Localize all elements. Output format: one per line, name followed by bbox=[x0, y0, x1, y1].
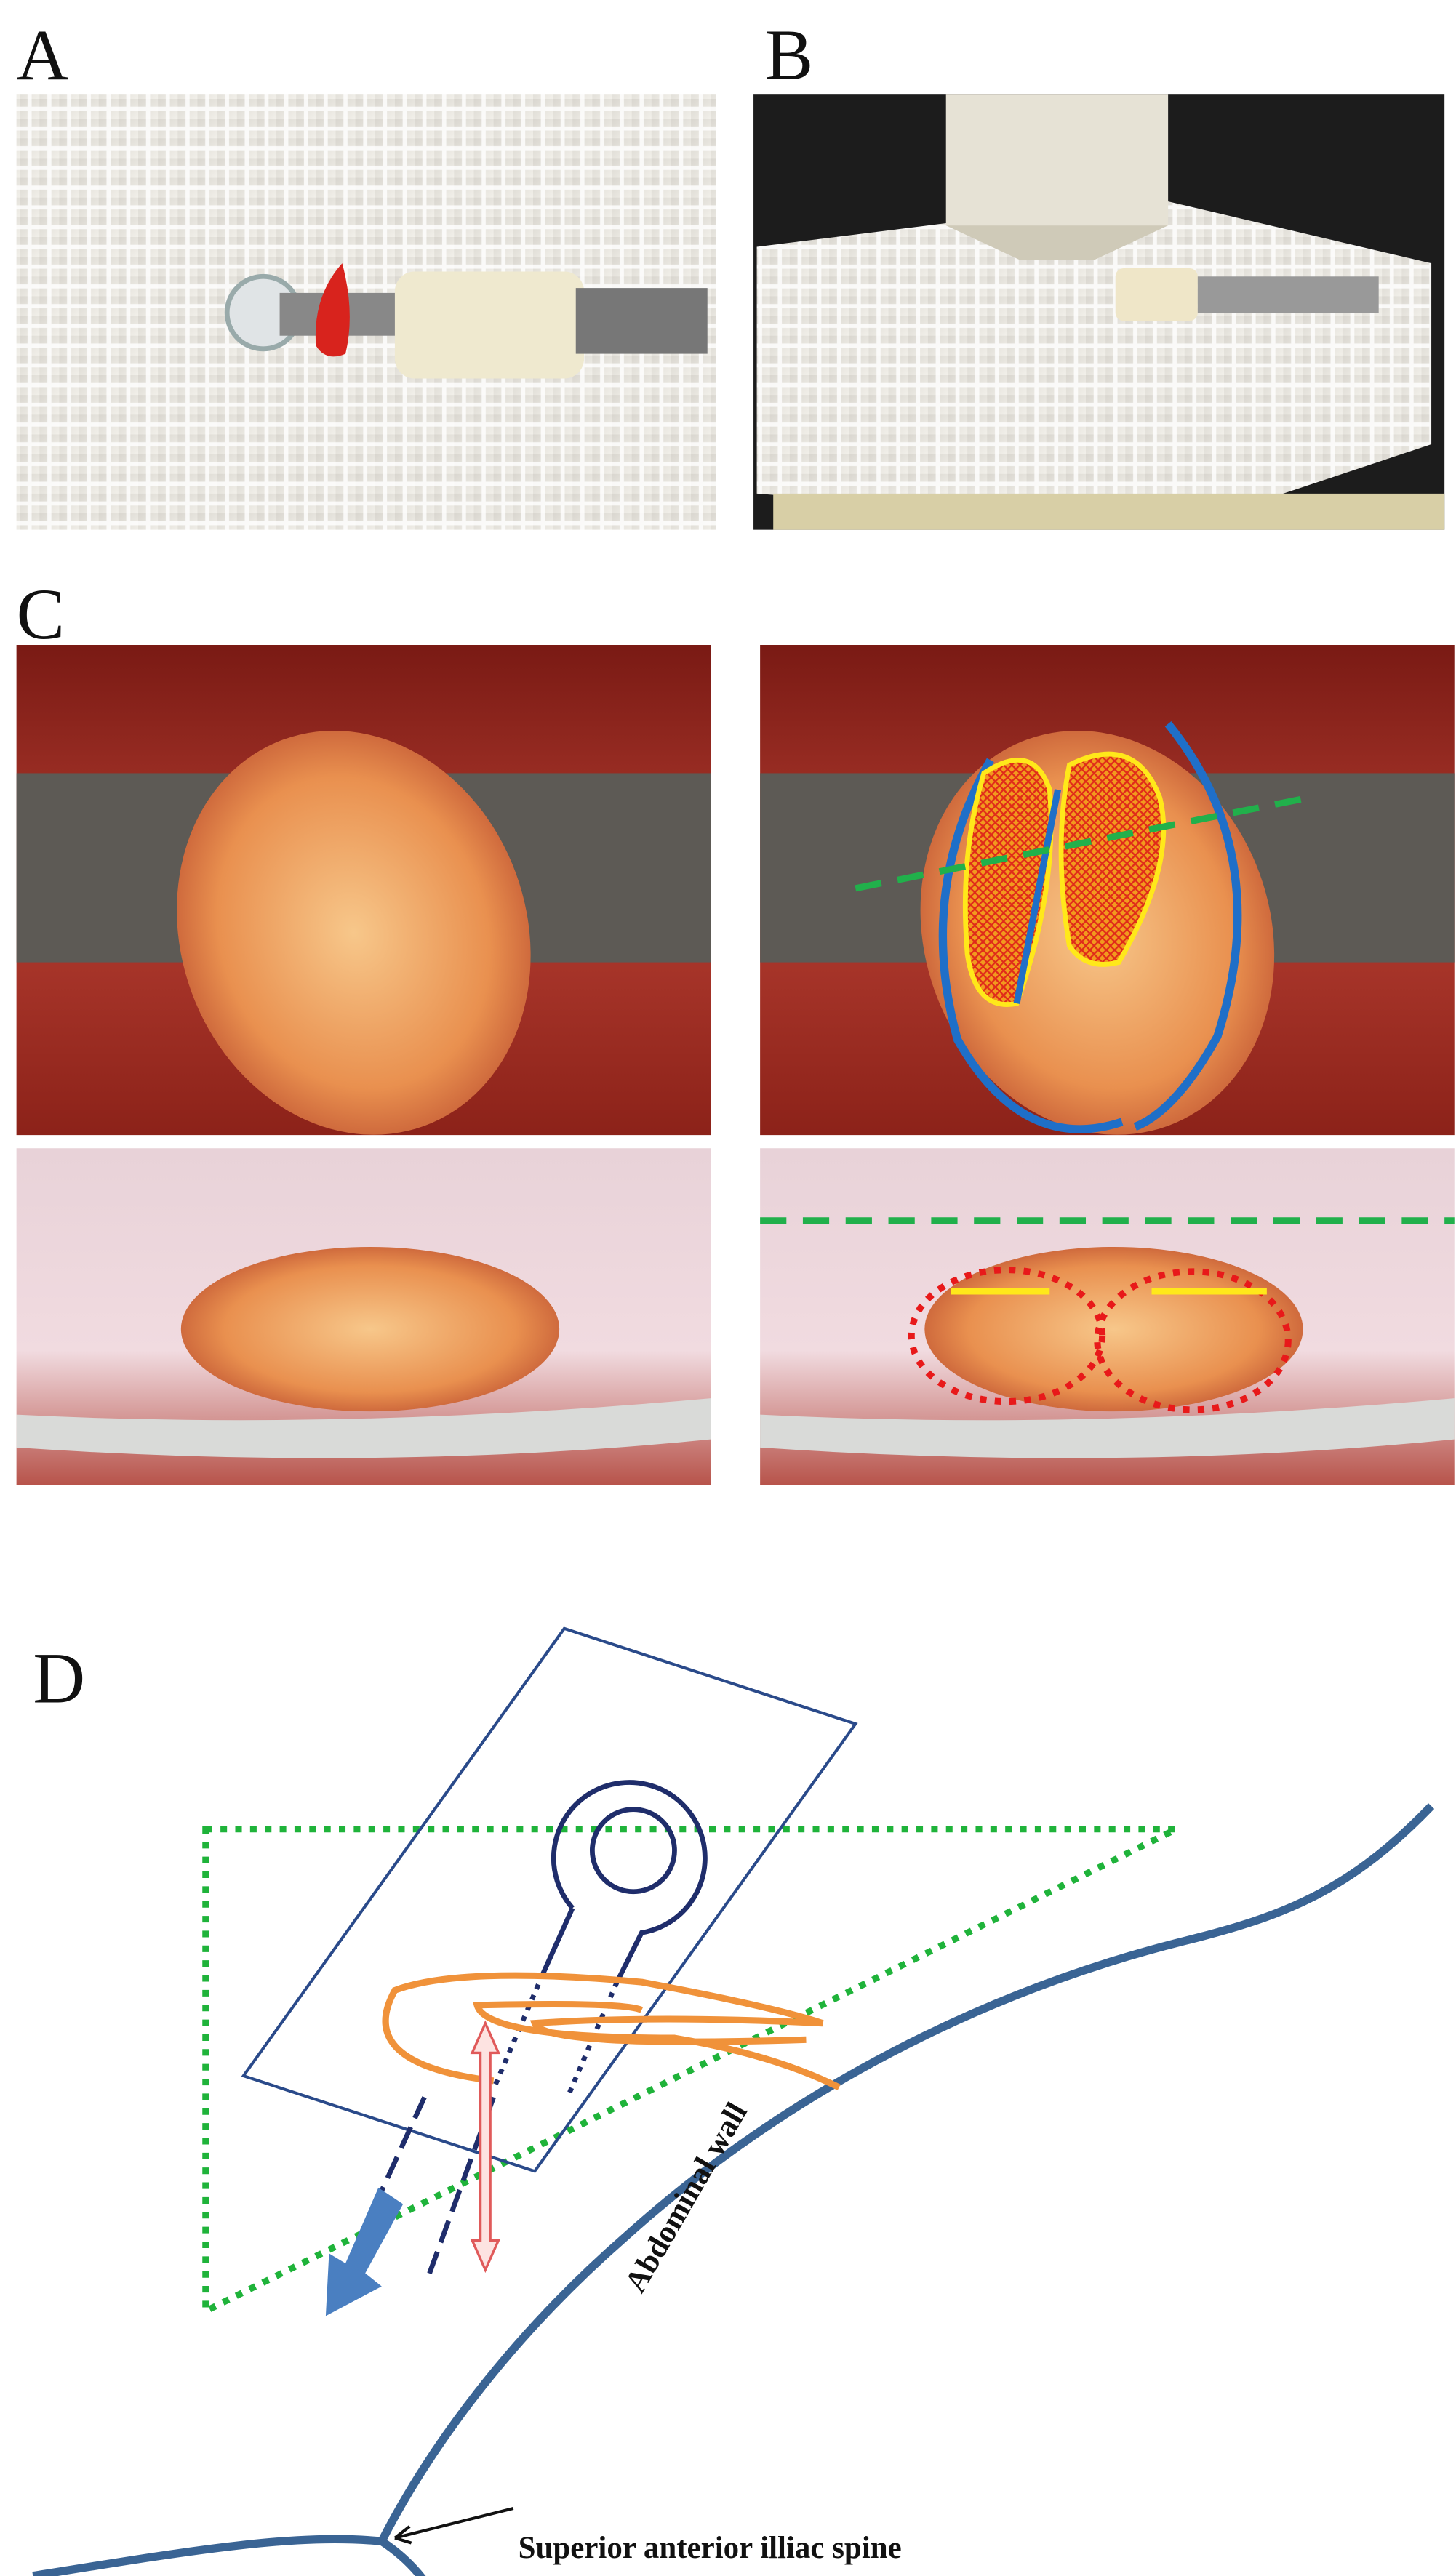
spine-label: Superior anterior illiac spine bbox=[519, 2531, 902, 2565]
abdominal-wall-line bbox=[32, 1803, 1435, 2576]
photo-a bbox=[16, 94, 716, 530]
photo-c-bottom-right-annotated bbox=[760, 1148, 1455, 1485]
photo-c-top-left bbox=[16, 645, 711, 1136]
spine-branch-line bbox=[379, 2537, 426, 2576]
photo-c-top-right-annotated bbox=[760, 645, 1455, 1136]
panel-label-d: D bbox=[33, 1638, 85, 1719]
panel-label-c: C bbox=[17, 574, 65, 654]
panel-label-a: A bbox=[17, 15, 69, 95]
slide-rectangle bbox=[241, 1626, 858, 2173]
tissue-outline bbox=[382, 1972, 841, 2090]
spine-pointer-arrow-icon bbox=[393, 2507, 514, 2545]
movement-arrow-icon bbox=[325, 2187, 404, 2316]
panel-label-b: B bbox=[765, 15, 813, 95]
photo-b bbox=[753, 94, 1445, 530]
photo-c-bottom-left bbox=[16, 1148, 711, 1485]
abdominal-wall-label: Abdominal wall bbox=[618, 2097, 754, 2298]
device-outline bbox=[343, 1780, 708, 2279]
region-triangle bbox=[202, 1826, 1178, 2316]
schematic-diagram: Abdominal wall Superior anterior illiac … bbox=[32, 1626, 1435, 2576]
distance-double-arrow-icon bbox=[470, 2020, 501, 2274]
